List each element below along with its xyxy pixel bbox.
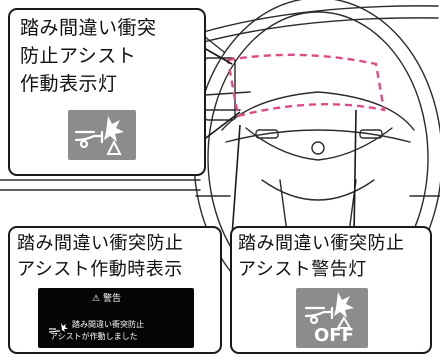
warning-triangle-icon: ⚠ — [92, 294, 101, 304]
indicator-callout: 踏み間違い衝突 防止アシスト 作動表示灯 — [8, 8, 206, 176]
operation-display-callout: 踏み間違い衝突防止 アシスト作動時表示 ⚠ 警告 踏み間違い衝突防止 アシストが… — [8, 226, 222, 354]
warning-header: 警告 — [102, 294, 121, 304]
off-label: OFF — [314, 325, 354, 346]
warning-message-line-1: 踏み間違い衝突防止 — [72, 320, 144, 329]
warning-light-title-line-2: アシスト警告灯 — [238, 259, 367, 280]
warning-light-title-line-1: 踏み間違い衝突防止 — [238, 233, 405, 254]
warning-message-panel: ⚠ 警告 踏み間違い衝突防止 アシストが作動しました — [38, 288, 194, 348]
operation-title-line-2: アシスト作動時表示 — [17, 259, 183, 280]
collision-warning-off-icon: OFF — [296, 288, 368, 348]
collision-warning-icon — [68, 110, 136, 160]
warning-light-callout: 踏み間違い衝突防止 アシスト警告灯 OFF — [230, 226, 432, 354]
indicator-title-line-1: 踏み間違い衝突 — [20, 17, 157, 39]
indicator-title-line-2: 防止アシスト — [20, 45, 137, 67]
warning-message-line-2: アシストが作動しました — [50, 332, 138, 341]
indicator-title-line-3: 作動表示灯 — [20, 73, 118, 95]
operation-title-line-1: 踏み間違い衝突防止 — [17, 233, 184, 254]
panel-collision-icon — [48, 323, 68, 333]
